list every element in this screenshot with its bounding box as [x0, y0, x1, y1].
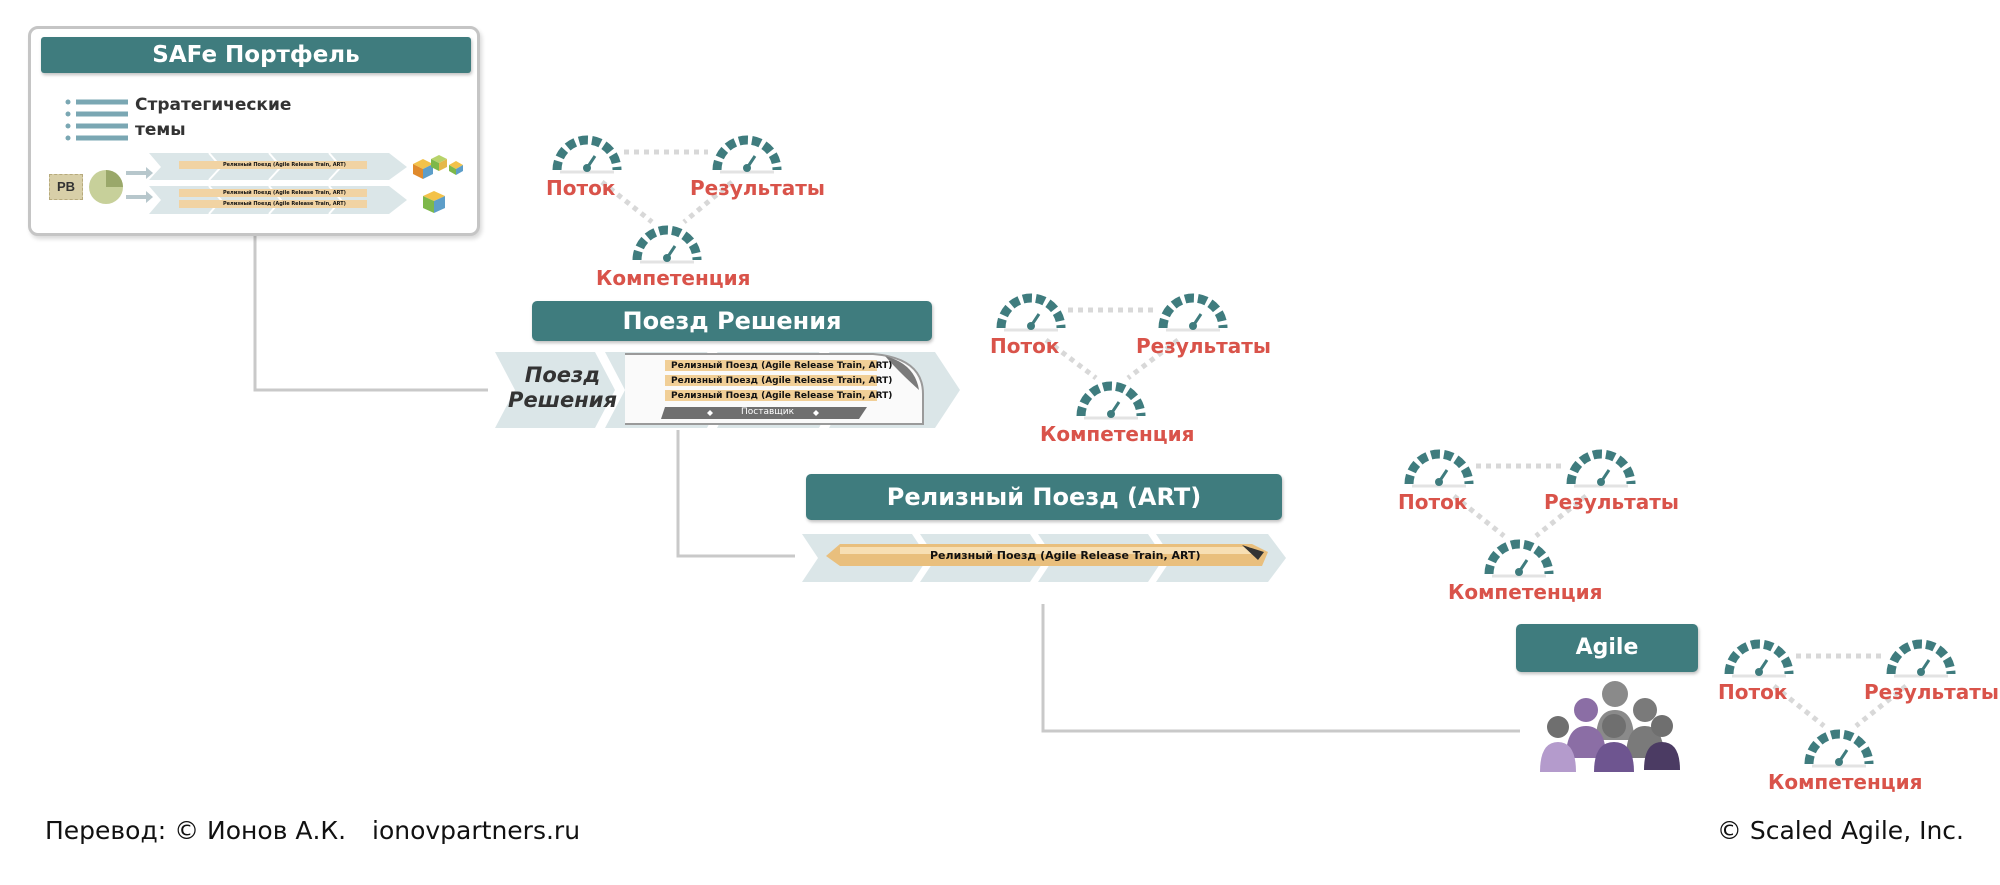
- flow-gauge-icon: [1724, 636, 1794, 680]
- flow-label: Поток: [990, 334, 1060, 358]
- footer-website[interactable]: ionovpartners.ru: [372, 816, 581, 845]
- connector-portfolio-solution: [253, 236, 488, 392]
- solution-art-label-1: Релизный Поезд (Agile Release Train, ART…: [671, 361, 893, 371]
- team-people-icon: [1540, 681, 1680, 772]
- connector-art-team: [1041, 604, 1520, 733]
- portfolio-art-label-1: Релизный Поезд (Agile Release Train, ART…: [223, 162, 346, 168]
- solution-art-label-2: Релизный Поезд (Agile Release Train, ART…: [671, 376, 893, 386]
- competency-label: Компетенция: [1768, 770, 1923, 794]
- competency-label: Компетенция: [596, 266, 751, 290]
- footer-copyright: © Scaled Agile, Inc.: [1716, 816, 1964, 845]
- outcomes-label: Результаты: [1864, 680, 1999, 704]
- solution-train-title: Поезд Решения: [532, 301, 932, 341]
- chevron-label-line-1: Поезд: [524, 363, 601, 387]
- chevron-label-line-2: Решения: [508, 388, 617, 412]
- footer-translation: Перевод: © Ионов А.К.: [45, 816, 347, 845]
- portfolio-title: SAFe Портфель: [41, 37, 471, 73]
- competency-gauge-icon: [1484, 536, 1554, 580]
- outcomes-gauge-icon: [712, 132, 782, 176]
- list-icon: [65, 99, 128, 141]
- competency-label: Компетенция: [1448, 580, 1603, 604]
- supplier-label: Поставщик: [741, 407, 795, 417]
- flow-gauge-icon: [1404, 446, 1474, 490]
- outcomes-label: Результаты: [1136, 334, 1271, 358]
- outcomes-gauge-icon: [1886, 636, 1956, 680]
- outcomes-label: Результаты: [1544, 490, 1679, 514]
- portfolio-art-label-2: Релизный Поезд (Agile Release Train, ART…: [223, 190, 346, 196]
- solution-art-label-3: Релизный Поезд (Agile Release Train, ART…: [671, 391, 893, 401]
- outcomes-gauge-icon: [1158, 290, 1228, 334]
- pb-label: PB: [56, 179, 76, 194]
- solution-train-chevrons: [495, 352, 960, 428]
- competency-gauge-icon: [632, 222, 702, 266]
- pie-chart-icon: [89, 170, 123, 204]
- solution-train-chevron-label: Поезд Решения: [505, 363, 620, 413]
- competency-gauge-icon: [1804, 726, 1874, 770]
- outcomes-label: Результаты: [690, 176, 825, 200]
- portfolio-value-streams: [149, 153, 407, 215]
- connector-solution-art: [676, 430, 795, 558]
- themes-line-1: Стратегические: [135, 95, 292, 115]
- portfolio-backlog-badge: PB: [49, 174, 83, 200]
- art-title: Релизный Поезд (ART): [806, 474, 1282, 520]
- outcomes-gauge-icon: [1566, 446, 1636, 490]
- themes-line-2: темы: [135, 120, 186, 140]
- strategic-themes-label: Стратегические темы: [135, 93, 291, 143]
- flow-gauge-icon: [996, 290, 1066, 334]
- competency-gauge-icon: [1076, 378, 1146, 422]
- solutions-cubes-icon: [413, 155, 463, 213]
- portfolio-art-label-3: Релизный Поезд (Agile Release Train, ART…: [223, 201, 346, 207]
- flow-label: Поток: [1718, 680, 1788, 704]
- arrows-icon: [126, 167, 153, 203]
- competency-label: Компетенция: [1040, 422, 1195, 446]
- art-chevrons: [802, 534, 1286, 582]
- portfolio-box: SAFe Портфель Стратегические темы PB Рел…: [28, 26, 480, 236]
- flow-gauge-icon: [552, 132, 622, 176]
- art-train-label: Релизный Поезд (Agile Release Train, ART…: [930, 549, 1201, 562]
- flow-label: Поток: [546, 176, 616, 200]
- flow-label: Поток: [1398, 490, 1468, 514]
